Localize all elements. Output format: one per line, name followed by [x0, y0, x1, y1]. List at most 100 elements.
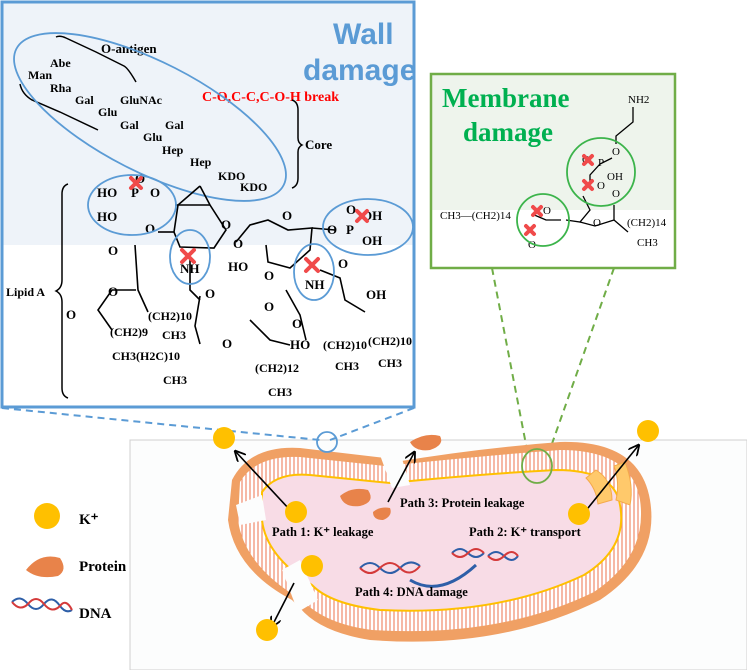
potassium-ion-icon [213, 427, 235, 449]
sugar-kdo-1: KDO [218, 169, 245, 183]
membrane-zoom-line-left [491, 267, 529, 456]
amide-right-circle [293, 243, 335, 301]
svg-text:O: O [346, 202, 356, 217]
bond-break-crosses [129, 176, 369, 273]
membrane-gap-top [380, 452, 410, 488]
protein-icon [373, 507, 391, 520]
svg-text:O: O [292, 316, 302, 331]
svg-text:O: O [282, 208, 292, 223]
svg-text:CH3: CH3 [162, 328, 186, 342]
dna-icon [359, 562, 421, 574]
svg-text:HO: HO [290, 337, 310, 352]
path3-label: Path 3: Protein leakage [400, 496, 525, 510]
membrane-title-line1: Membrane [442, 83, 569, 113]
svg-text:CH3: CH3 [378, 356, 402, 370]
path2-label: Path 2: K⁺ transport [469, 525, 582, 539]
proteins [340, 434, 442, 520]
svg-text:CH3: CH3 [163, 373, 187, 387]
svg-text:OH: OH [607, 171, 623, 183]
phospholipid-structure [531, 107, 634, 233]
potassium-ion-icon [256, 619, 278, 641]
svg-text:O: O [338, 256, 348, 271]
svg-text:NH: NH [180, 261, 200, 276]
svg-text:O: O [543, 205, 551, 217]
membrane-gap-bottom [282, 560, 318, 612]
potassium-ion-icon [285, 501, 307, 523]
svg-text:NH2: NH2 [628, 94, 649, 106]
legend-label-dna: DNA [79, 606, 112, 622]
path3-arrow [387, 453, 414, 503]
o-antigen-highlight-circle [13, 32, 287, 202]
svg-text:O: O [528, 239, 536, 251]
svg-text:O: O [327, 222, 337, 237]
svg-text:(CH2)10: (CH2)10 [323, 338, 367, 352]
svg-text:(CH2)10: (CH2)10 [148, 309, 192, 323]
svg-text:HO: HO [228, 259, 248, 274]
membrane-damage-panel: Membrane damage NH2 O O P OH O O O O O C… [429, 72, 677, 270]
dna-icon [487, 551, 519, 561]
sugar-gal-3: Gal [165, 118, 184, 132]
protein-icon [340, 488, 371, 507]
svg-text:CH3: CH3 [268, 385, 292, 399]
sugar-chain: Abe Man Rha Gal GluNAc Glu Gal Gal Glu H… [28, 56, 267, 194]
svg-text:O: O [233, 236, 243, 251]
wall-title-line2: damage [303, 54, 416, 87]
svg-text:(CH2)10: (CH2)10 [368, 334, 412, 348]
svg-text:P: P [598, 157, 604, 169]
phosphate-left-circle [87, 174, 177, 236]
svg-text:O: O [612, 188, 620, 200]
legend-label-protein: Protein [79, 559, 127, 575]
o-antigen-bracket [55, 35, 137, 83]
svg-text:O: O [597, 180, 605, 192]
svg-text:O: O [593, 217, 601, 229]
svg-text:OH: OH [366, 287, 386, 302]
cross-icon [304, 257, 320, 273]
path1-label: Path 1: K⁺ leakage [272, 525, 374, 539]
svg-text:O: O [108, 243, 118, 258]
wall-zoom-line-left [1, 407, 321, 441]
cross-icon [531, 205, 543, 217]
protein-icon [26, 556, 64, 578]
sugar-glu-2: Glu [143, 130, 163, 144]
lipid-a-chains: (CH2)9 CH3(H2C)10 CH3 (CH2)10 CH3 (CH2)1… [110, 309, 412, 399]
wall-damage-locator [316, 431, 338, 453]
dna-strands [359, 548, 519, 588]
sugar-gal-2: Gal [120, 118, 139, 132]
membrane-title-line2: damage [463, 117, 553, 147]
sugar-hep-1: Hep [162, 143, 184, 157]
svg-text:O: O [205, 286, 215, 301]
wall-damage-panel: Wall damage C-O,C-C,C-O-H break O-antige… [0, 0, 416, 409]
potassium-ion-icon [568, 503, 590, 525]
svg-text:HO: HO [97, 185, 117, 200]
membrane-bond-crosses [524, 154, 594, 236]
potassium-ion-icon [301, 555, 323, 577]
dna-icon [451, 548, 485, 558]
dna-icon [11, 597, 73, 613]
sugar-abe: Abe [50, 56, 71, 70]
lipid-a-bracket [54, 183, 69, 399]
core-bracket [291, 99, 304, 189]
protein-icon [410, 434, 442, 451]
potassium-ion-icon [34, 503, 60, 529]
svg-text:NH: NH [305, 277, 325, 292]
sugar-glunac: GluNAc [120, 93, 163, 107]
membrane-gap-left [236, 495, 266, 525]
sugar-rha: Rha [50, 81, 71, 95]
path2-arrow [583, 446, 638, 514]
path1-arrow [236, 452, 291, 511]
sugar-hep-2: Hep [190, 155, 212, 169]
cross-icon [180, 248, 196, 264]
amide-left-circle [169, 229, 211, 285]
phosphate-highlight-circle [566, 137, 636, 207]
dna-icon [359, 561, 421, 574]
svg-text:(CH2)14: (CH2)14 [627, 217, 667, 229]
core-label: Core [305, 137, 332, 152]
membrane-zoom-line-right [547, 267, 615, 456]
legend-label-potassium: K⁺ [79, 512, 99, 528]
potassium-ions [213, 420, 659, 641]
svg-text:O: O [221, 217, 231, 232]
wall-title-line1: Wall [333, 18, 394, 51]
cross-icon [524, 224, 536, 236]
ion-channel [585, 461, 632, 506]
cross-icon [582, 179, 594, 191]
